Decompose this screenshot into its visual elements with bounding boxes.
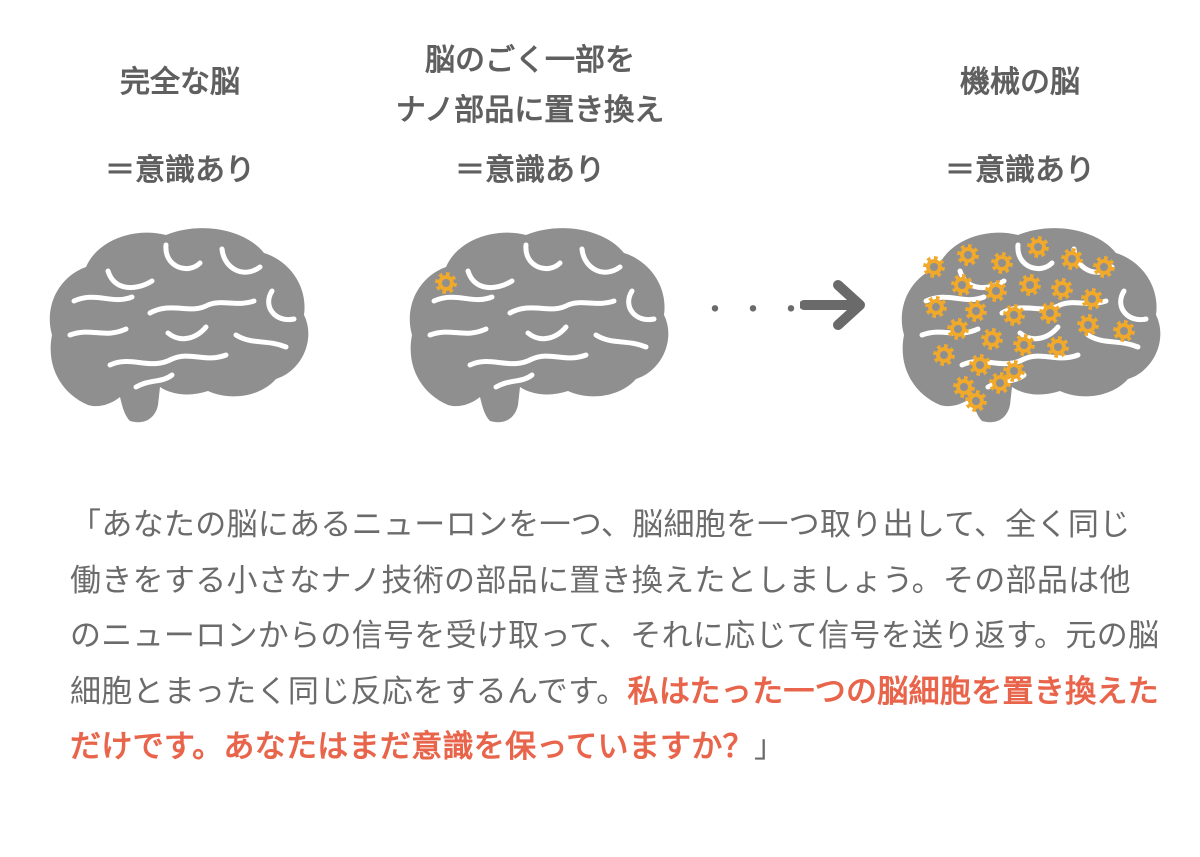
gear-icon [981, 328, 1003, 350]
brain-icon-partial [409, 228, 669, 423]
panel-3-title: 機械の脳 [960, 65, 1080, 100]
gear-icon [985, 280, 1007, 302]
panel-2-title-line-1: 脳のごく一部を [425, 43, 635, 78]
panel-1-state: ＝意識あり [105, 153, 255, 188]
sequence-dots: ・・・ [700, 293, 814, 328]
gear-icon [1003, 304, 1025, 326]
gear-icon [965, 390, 987, 412]
gear-icon [1051, 278, 1073, 300]
gear-icon [947, 318, 969, 340]
panel-2-state: ＝意識あり [455, 153, 605, 188]
gear-icon [1039, 302, 1061, 324]
gear-icon [1093, 256, 1115, 278]
gear-icon [969, 354, 991, 376]
panel-3-state: ＝意識あり [945, 153, 1095, 188]
gear-icon [1061, 248, 1083, 270]
gear-icon [1113, 320, 1135, 342]
quote-highlight: 私はたった一つの脳細胞を置き換えただけです。あなたはまだ意識を保っていますか？ [70, 673, 1159, 766]
brain-icon-machine [901, 228, 1161, 423]
gear-icon [1027, 236, 1049, 258]
gear-icon [435, 272, 457, 294]
gear-icon [951, 274, 973, 296]
panel-2-title-line-2: ナノ部品に置き換え [395, 93, 665, 128]
gear-icon [1047, 336, 1069, 358]
brain-icon-complete [49, 228, 309, 423]
gear-icon [1077, 314, 1099, 336]
gear-icon [957, 244, 979, 266]
panel-1-title: 完全な脳 [120, 65, 240, 100]
gear-icon [989, 372, 1011, 394]
arrow-right-icon [800, 280, 865, 330]
quote-body: あなたの脳にあるニューロンを一つ、脳細胞を一つ取り出して、全く同じ働きをする小さ… [70, 507, 1160, 710]
quote-open-bracket: 「 [70, 507, 102, 543]
gear-icon [991, 252, 1013, 274]
gear-icon [1081, 288, 1103, 310]
gear-icon [965, 300, 987, 322]
gear-icon [925, 296, 947, 318]
gear-icon [923, 256, 945, 278]
gear-icon [1013, 334, 1035, 356]
quote-close-bracket: 」 [753, 729, 786, 765]
gear-icon [933, 344, 955, 366]
gear-icon [1019, 274, 1041, 296]
quote-text: 「あなたの脳にあるニューロンを一つ、脳細胞を一つ取り出して、全く同じ働きをする小… [70, 498, 1160, 776]
